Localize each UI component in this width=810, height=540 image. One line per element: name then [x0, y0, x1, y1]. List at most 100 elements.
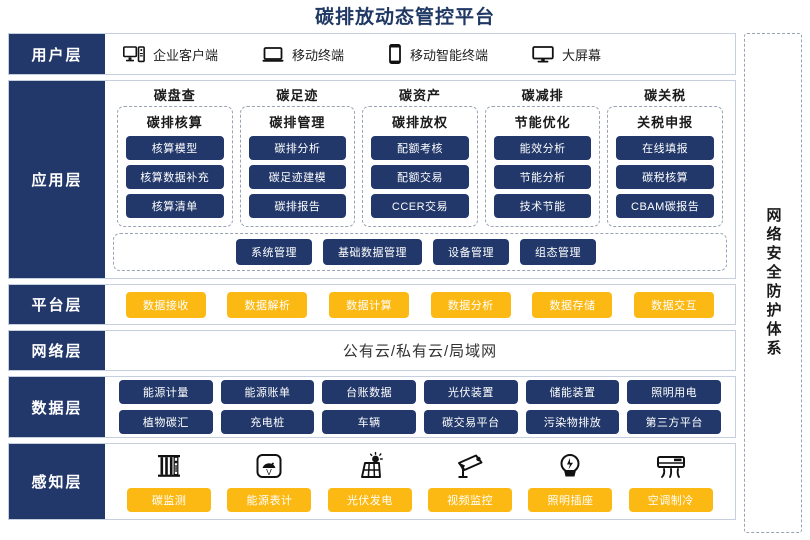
layer-body-network: 公有云/私有云/局域网	[105, 331, 735, 370]
layer-label-user: 用户层	[9, 34, 105, 74]
user-items: 企业客户端 移动终端	[105, 44, 735, 64]
data-chip[interactable]: 照明用电	[627, 380, 722, 404]
energy-meter-icon: V	[254, 449, 284, 483]
layer-body-platform: 数据接收 数据解析 数据计算 数据分析 数据存储 数据交互	[105, 285, 735, 324]
user-item-big-screen[interactable]: 大屏幕	[532, 45, 601, 64]
layer-network: 网络层 公有云/私有云/局域网	[8, 330, 736, 371]
platform-chip[interactable]: 数据解析	[227, 291, 308, 318]
app-feature-pill[interactable]: 核算模型	[126, 136, 224, 160]
platform-chip[interactable]: 数据存储	[532, 291, 613, 318]
app-feature-pill[interactable]: 核算数据补充	[126, 165, 224, 189]
management-pill[interactable]: 设备管理	[433, 239, 509, 265]
platform-chip[interactable]: 数据分析	[430, 291, 511, 318]
data-chip[interactable]: 储能装置	[525, 380, 620, 404]
data-row: 植物碳汇 充电桩 车辆 碳交易平台 污染物排放 第三方平台	[119, 410, 722, 434]
carbon-sensor-icon	[154, 449, 184, 483]
data-chip[interactable]: 车辆	[322, 410, 417, 434]
application-columns: 碳盘查 碳排核算 核算模型 核算数据补充 核算清单 碳足迹 碳排管理 碳排分析	[113, 85, 727, 227]
data-chip[interactable]: 植物碳汇	[119, 410, 213, 434]
page-title: 碳排放动态管控平台	[314, 7, 495, 28]
user-item-label: 企业客户端	[153, 47, 219, 63]
perception-chip[interactable]: 能源表计	[227, 488, 312, 512]
management-pill[interactable]: 组态管理	[520, 239, 596, 265]
app-feature-pill[interactable]: CBAM碳报告	[616, 194, 714, 218]
layer-label-platform: 平台层	[9, 285, 105, 324]
app-column-title: 碳足迹	[276, 88, 319, 103]
app-feature-pill[interactable]: 在线填报	[616, 136, 714, 160]
layer-body-data: 能源计量 能源账单 台账数据 光伏装置 储能装置 照明用电 植物碳汇 充电桩 车…	[105, 377, 735, 437]
user-item-label: 大屏幕	[562, 47, 602, 63]
app-column-carbon-assets: 碳资产 碳排放权 配额考核 配额交易 CCER交易	[362, 85, 478, 227]
perception-item-video-surveillance[interactable]: 视频监控	[420, 449, 520, 512]
user-item-label: 移动智能终端	[410, 47, 489, 63]
app-column-box: 碳排管理 碳排分析 碳足迹建模 碳排报告	[239, 106, 356, 227]
data-chip[interactable]: 台账数据	[322, 380, 417, 404]
perception-chip[interactable]: 碳监测	[127, 488, 212, 512]
data-chip[interactable]: 污染物排放	[525, 410, 620, 434]
perception-chip[interactable]: 空调制冷	[628, 488, 713, 512]
user-item-mobile-terminal[interactable]: 移动终端	[262, 45, 344, 64]
app-column-title: 碳资产	[398, 88, 441, 103]
perception-item-energy-meter[interactable]: V 能源表计	[219, 449, 319, 512]
app-column-title: 碳盘查	[153, 88, 196, 103]
perception-item-lighting-socket[interactable]: 照明插座	[520, 449, 620, 512]
data-chip[interactable]: 第三方平台	[627, 410, 722, 434]
layer-user: 用户层	[8, 33, 736, 75]
perception-item-air-conditioning[interactable]: 空调制冷	[621, 449, 721, 512]
security-side-panel: 网络安全防护体系	[744, 33, 802, 533]
app-feature-pill[interactable]: 碳排分析	[248, 136, 347, 160]
app-box-title: 碳排放权	[391, 115, 448, 130]
data-grid: 能源计量 能源账单 台账数据 光伏装置 储能装置 照明用电 植物碳汇 充电桩 车…	[105, 374, 735, 440]
app-feature-pill[interactable]: 碳税核算	[616, 165, 714, 189]
platform-chip[interactable]: 数据交互	[634, 291, 715, 318]
application-management-bar: 系统管理 基础数据管理 设备管理 组态管理	[113, 233, 727, 271]
app-feature-pill[interactable]: 配额考核	[371, 136, 469, 160]
data-chip[interactable]: 充电桩	[220, 410, 315, 434]
layer-application: 应用层 碳盘查 碳排核算 核算模型 核算数据补充 核算清单 碳足迹	[8, 80, 736, 279]
layer-body-application: 碳盘查 碳排核算 核算模型 核算数据补充 核算清单 碳足迹 碳排管理 碳排分析	[105, 81, 735, 278]
app-feature-pill[interactable]: 能效分析	[493, 136, 592, 160]
app-feature-pill[interactable]: 核算清单	[126, 194, 224, 218]
app-feature-pill[interactable]: 配额交易	[371, 165, 469, 189]
data-chip[interactable]: 能源计量	[119, 380, 213, 404]
management-pill[interactable]: 系统管理	[236, 239, 312, 265]
app-column-title: 碳减排	[521, 88, 564, 103]
security-panel-label: 网络安全防护体系	[764, 207, 782, 359]
cctv-camera-icon	[454, 449, 486, 483]
perception-item-carbon-monitoring[interactable]: 碳监测	[119, 449, 219, 512]
app-feature-pill[interactable]: CCER交易	[371, 194, 469, 218]
architecture-diagram: 用户层	[8, 33, 802, 533]
app-feature-pill[interactable]: 碳排报告	[248, 194, 347, 218]
layer-label-application: 应用层	[9, 81, 105, 278]
layer-body-perception: 碳监测 V 能源表计	[105, 444, 735, 519]
app-feature-pill[interactable]: 节能分析	[493, 165, 592, 189]
platform-items: 数据接收 数据解析 数据计算 数据分析 数据存储 数据交互	[105, 291, 735, 318]
user-item-smart-mobile-terminal[interactable]: 移动智能终端	[388, 44, 488, 64]
app-feature-pill[interactable]: 碳足迹建模	[248, 165, 347, 189]
layer-perception: 感知层	[8, 443, 736, 520]
app-feature-pill[interactable]: 技术节能	[493, 194, 592, 218]
data-chip[interactable]: 能源账单	[220, 380, 315, 404]
app-box-title: 碳排核算	[146, 115, 203, 130]
perception-chip[interactable]: 视频监控	[428, 488, 513, 512]
smartphone-icon	[388, 44, 402, 64]
app-box-title: 关税申报	[637, 115, 694, 130]
layer-data: 数据层 能源计量 能源账单 台账数据 光伏装置 储能装置 照明用电 植物碳汇 充…	[8, 376, 736, 438]
user-item-enterprise-client[interactable]: 企业客户端	[123, 45, 218, 64]
data-chip[interactable]: 光伏装置	[424, 380, 518, 404]
data-row: 能源计量 能源账单 台账数据 光伏装置 储能装置 照明用电	[119, 380, 722, 404]
app-column-box: 碳排放权 配额考核 配额交易 CCER交易	[362, 106, 478, 227]
perception-item-solar-power[interactable]: 光伏发电	[320, 449, 420, 512]
layer-platform: 平台层 数据接收 数据解析 数据计算 数据分析 数据存储 数据交互	[8, 284, 736, 325]
app-column-box: 碳排核算 核算模型 核算数据补充 核算清单	[117, 106, 233, 227]
layer-stack: 用户层	[8, 33, 736, 533]
data-chip[interactable]: 碳交易平台	[424, 410, 518, 434]
platform-chip[interactable]: 数据计算	[329, 291, 410, 318]
perception-chip[interactable]: 照明插座	[528, 488, 613, 512]
platform-chip[interactable]: 数据接收	[125, 291, 206, 318]
management-pill[interactable]: 基础数据管理	[323, 239, 422, 265]
app-box-title: 碳排管理	[269, 115, 326, 130]
perception-chip[interactable]: 光伏发电	[327, 488, 412, 512]
svg-text:V: V	[267, 467, 273, 477]
app-column-carbon-inventory: 碳盘查 碳排核算 核算模型 核算数据补充 核算清单	[117, 85, 233, 227]
